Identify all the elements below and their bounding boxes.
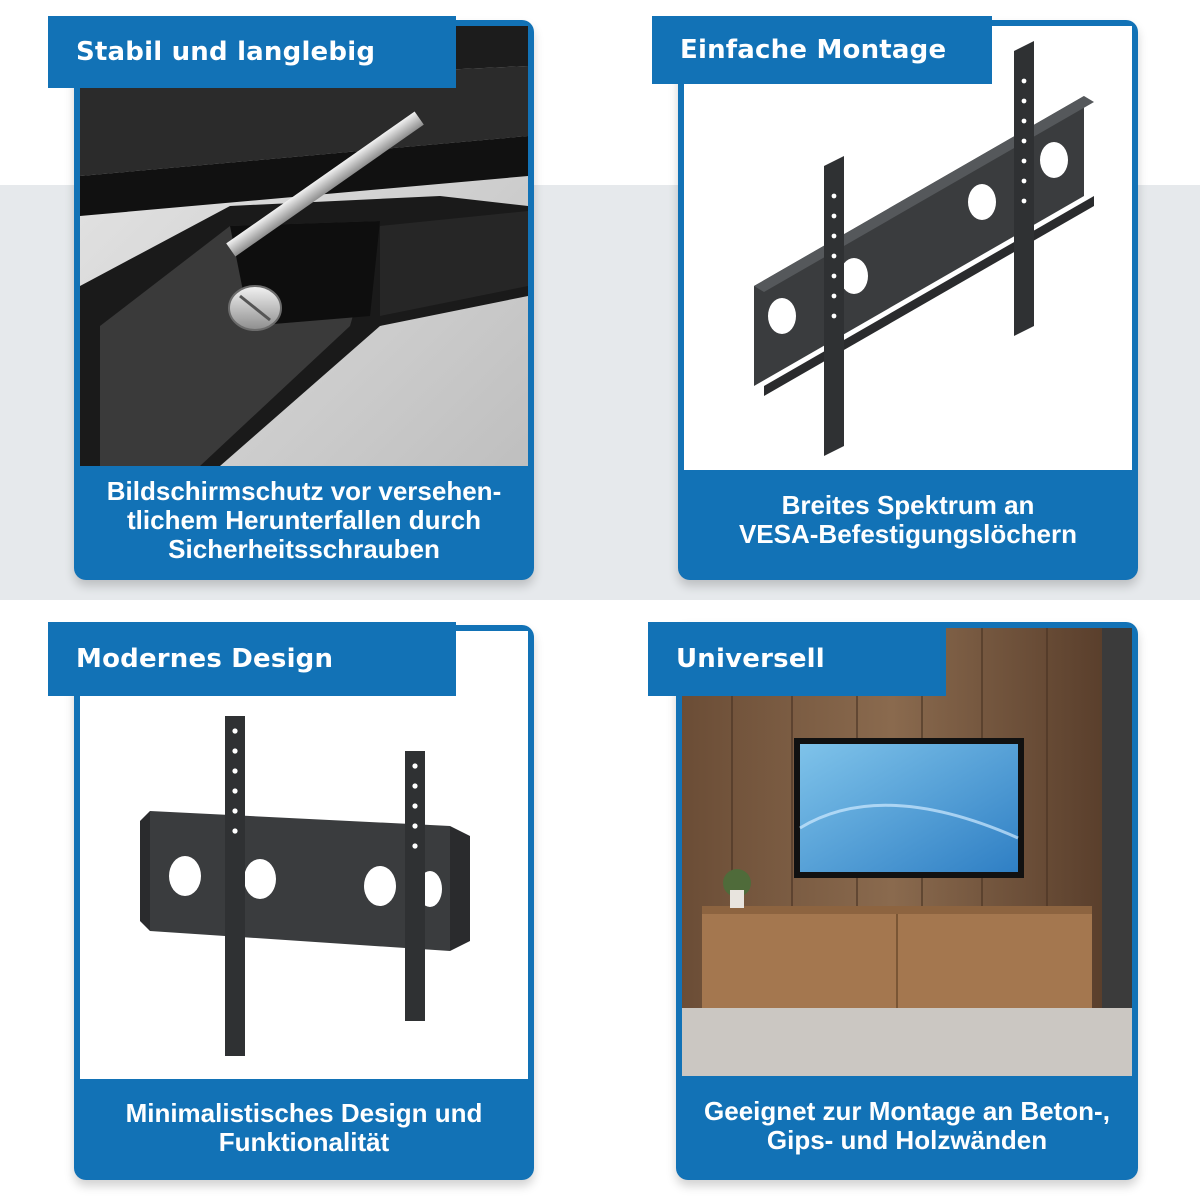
feature-card-design: Minimalistisches Design und Funktionalit… [74, 625, 534, 1180]
caption-line: Gips- und Holzwänden [766, 1124, 1048, 1155]
caption-line: Sicherheitsschrauben [168, 533, 440, 564]
panel-title: Universell [648, 622, 946, 696]
panel-title: Einfache Montage [652, 16, 992, 84]
feature-card-universal: Geeignet zur Montage an Beton-, Gips- un… [676, 622, 1138, 1180]
caption-line: Minimalistisches Design und [125, 1097, 483, 1128]
living-room-image [682, 628, 1132, 1076]
caption: Minimalistisches Design und Funktionalit… [84, 1080, 524, 1175]
caption: Breites Spektrum an VESA-Befestigungslöc… [688, 470, 1128, 570]
caption: Geeignet zur Montage an Beton-, Gips- un… [686, 1078, 1128, 1173]
mount-front-image [80, 631, 528, 1079]
caption-line: Geeignet zur Montage an Beton-, [704, 1095, 1110, 1126]
feature-card-stability: Bildschirmschutz vor versehen- tlichem H… [74, 20, 534, 580]
caption-line: Funktionalität [218, 1126, 390, 1157]
caption-line: tlichem Herunterfallen durch [127, 504, 481, 535]
feature-card-mounting: Breites Spektrum an VESA-Befestigungslöc… [678, 20, 1138, 580]
panel-title: Stabil und langlebig [48, 16, 456, 88]
panel-title: Modernes Design [48, 622, 456, 696]
caption-line: Breites Spektrum an [781, 490, 1035, 520]
screw-closeup-image [80, 26, 528, 466]
caption: Bildschirmschutz vor versehen- tlichem H… [84, 470, 524, 570]
caption-line: VESA-Befestigungslöchern [738, 519, 1078, 549]
mount-angled-image [684, 26, 1132, 470]
caption-line: Bildschirmschutz vor versehen- [106, 475, 502, 506]
